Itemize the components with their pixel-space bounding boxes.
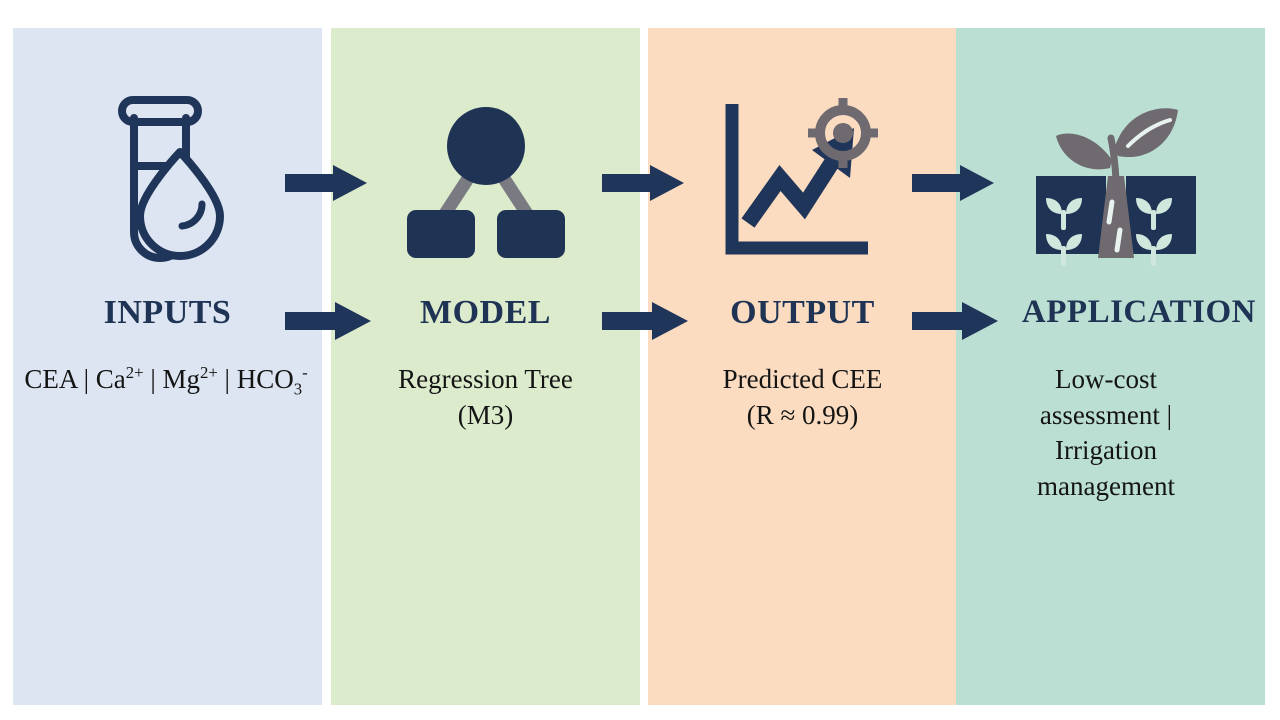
stage-body-inputs: CEA | Ca2+ | Mg2+ | HCO3- bbox=[24, 363, 308, 399]
stage-heading-application: APPLICATION bbox=[1021, 294, 1256, 330]
stage-body-output: Predicted CEE(R ≈ 0.99) bbox=[722, 364, 883, 430]
flow-arrow-model-to-output-top bbox=[602, 165, 684, 201]
flow-arrow-output-to-application bbox=[912, 302, 998, 340]
flow-arrow-model-to-output bbox=[602, 302, 688, 340]
stage-heading-output: OUTPUT bbox=[730, 294, 875, 331]
growth-chart-target-icon bbox=[718, 98, 880, 263]
stage-panel-inputs bbox=[13, 28, 322, 705]
decision-tree-icon bbox=[405, 105, 567, 260]
flow-arrow-inputs-to-model bbox=[285, 302, 371, 340]
flow-arrow-output-to-application-top bbox=[912, 165, 994, 201]
field-seedling-icon bbox=[1032, 98, 1200, 268]
stage-body-model: Regression Tree(M3) bbox=[398, 364, 573, 430]
stage-heading-model: MODEL bbox=[420, 294, 551, 331]
test-tube-droplet-icon bbox=[108, 92, 228, 272]
stage-panel-output bbox=[648, 28, 957, 705]
flow-arrow-inputs-to-model-top bbox=[285, 165, 367, 201]
stage-heading-inputs: INPUTS bbox=[103, 294, 232, 331]
